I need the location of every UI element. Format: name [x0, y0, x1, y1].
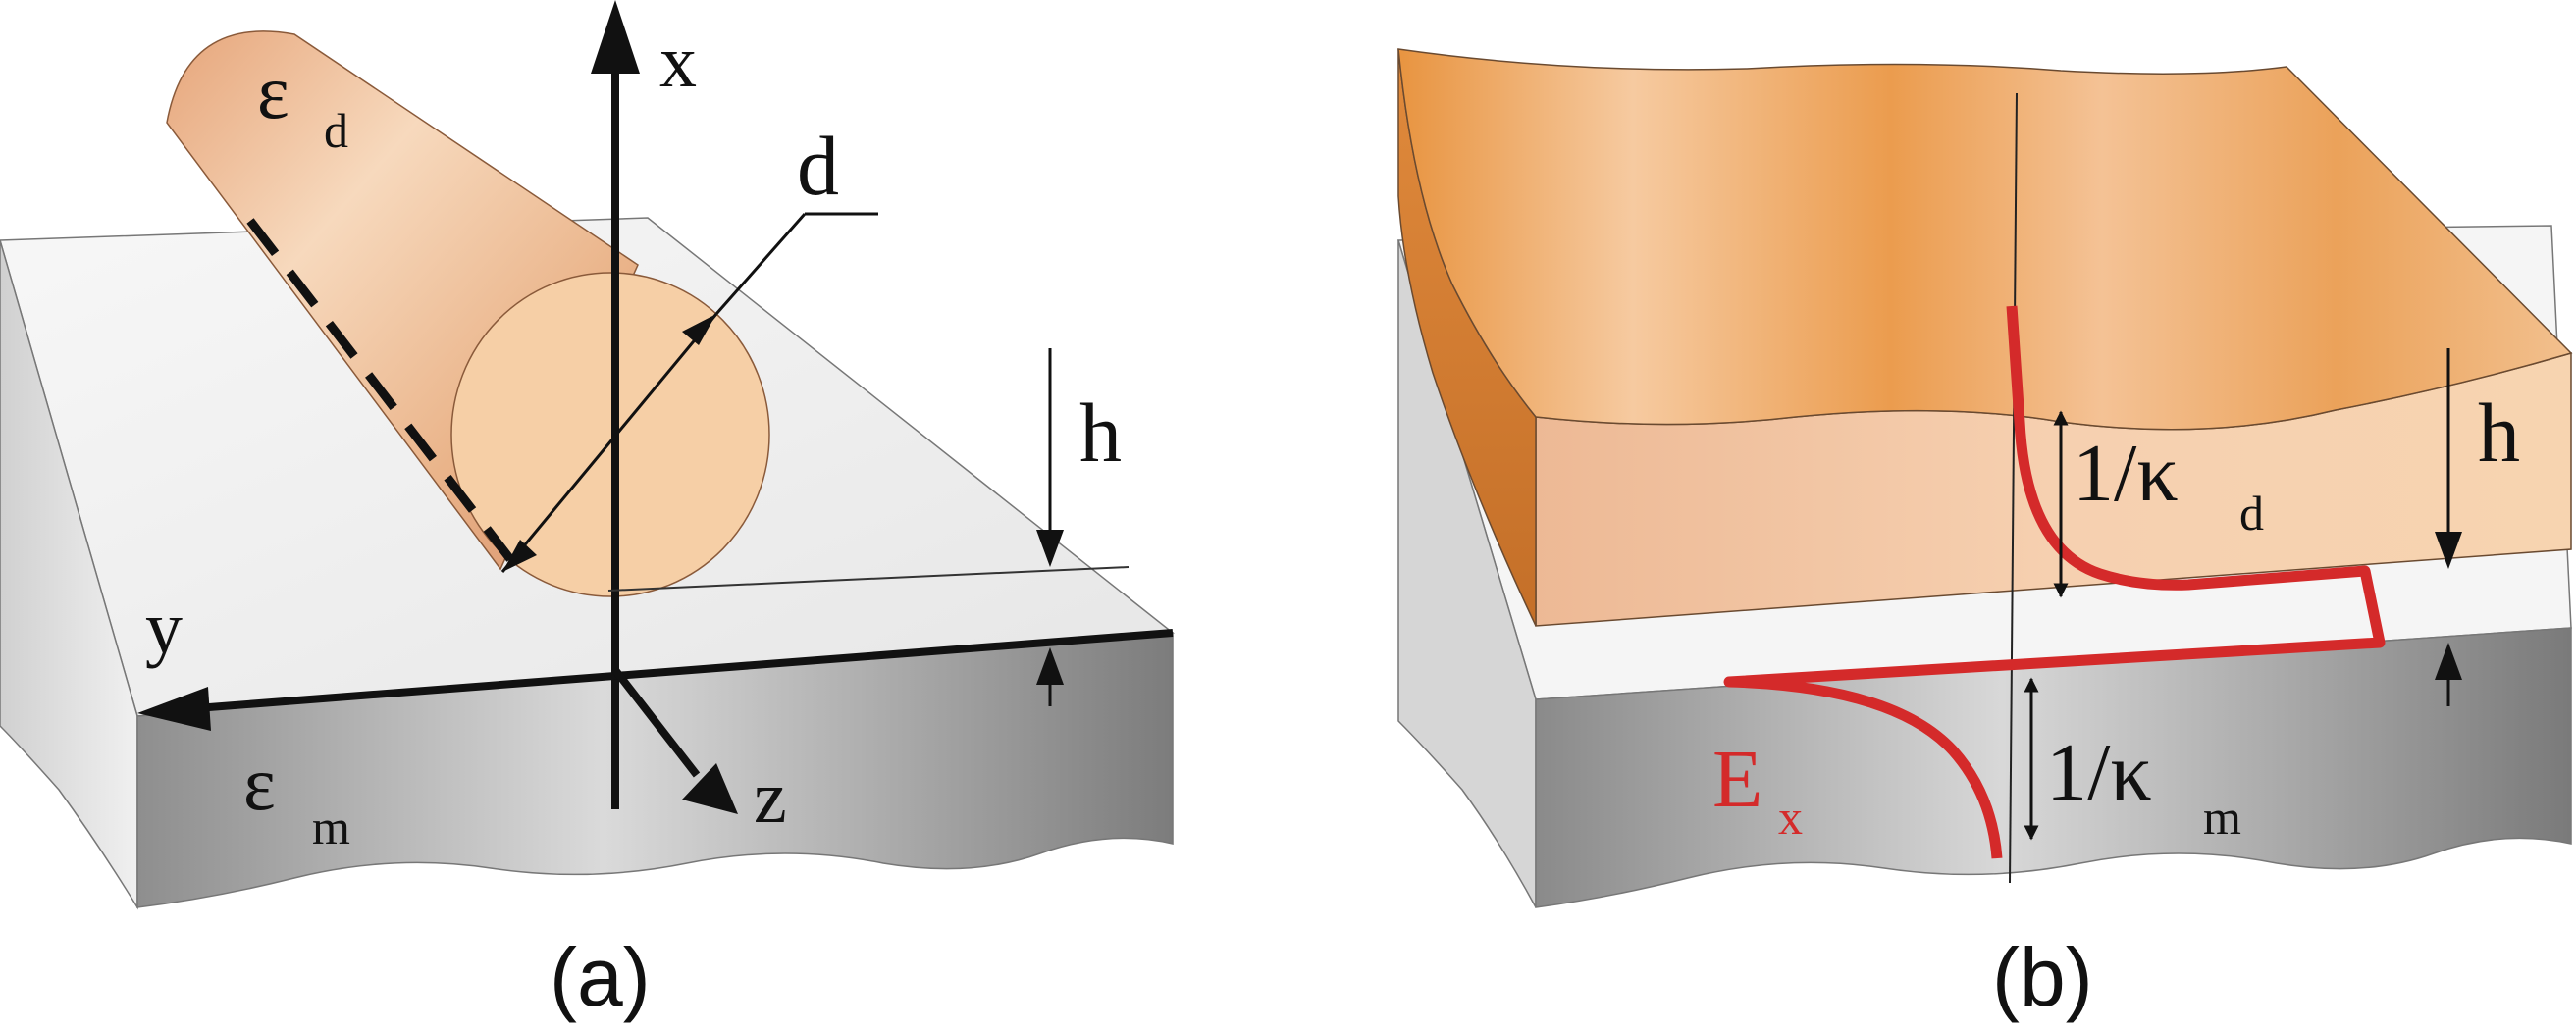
label-gap-h-a: h: [1079, 386, 1122, 480]
label-gap-h-b: h: [2478, 386, 2520, 480]
diameter-dimension: [500, 212, 878, 573]
cylinder-end-face: [450, 272, 770, 597]
label-epsilon-m-subscript: m: [312, 800, 350, 854]
slab-front-face: [136, 632, 1174, 908]
caption-a: (a): [550, 931, 651, 1023]
label-epsilon-d: ε: [257, 49, 289, 134]
panel-b: h 1/κ d 1/κ m E x (b): [1396, 48, 2573, 1023]
label-decay-kappa-d: 1/κ: [2073, 428, 2179, 519]
x-axis-arrowhead: [591, 0, 640, 74]
diameter-line: [500, 313, 718, 573]
label-axis-y: y: [145, 587, 183, 669]
label-epsilon-d-subscript: d: [324, 103, 348, 158]
z-axis-line: [611, 667, 701, 778]
caption-b: (b): [1992, 931, 2093, 1023]
label-decay-kappa-m-subscript: m: [2203, 790, 2241, 845]
slab-b-front-face: [1535, 627, 2572, 908]
label-epsilon-m: ε: [243, 741, 276, 826]
panel-a: ε d ε m x y z d h (a): [0, 0, 1175, 1023]
label-field-e-subscript: x: [1778, 790, 1803, 845]
gap-dimension-b: [2435, 348, 2462, 706]
gap-ref-line-top: [607, 566, 1130, 592]
z-axis-arrowhead: [682, 763, 738, 814]
y-axis-arrowhead: [137, 687, 211, 731]
label-diameter: d: [797, 119, 839, 213]
gap-arrow-lower: [1036, 647, 1064, 685]
gap-b-arrow-upper: [2435, 532, 2462, 569]
label-axis-z: z: [754, 756, 787, 839]
gap-b-arrow-lower: [2435, 643, 2462, 680]
dielectric-cylinder: [166, 30, 770, 597]
slab-side-face: [0, 239, 138, 910]
gap-dimension-a: [607, 348, 1130, 706]
label-decay-kappa-m: 1/κ: [2046, 727, 2152, 818]
label-decay-kappa-d-subscript: d: [2239, 486, 2264, 541]
label-axis-x: x: [659, 21, 697, 103]
block-top-face: [1397, 48, 2573, 431]
y-axis-line: [195, 629, 1174, 712]
label-field-e: E: [1712, 734, 1762, 825]
diameter-leader: [714, 213, 807, 315]
field-profile-curve: [1723, 305, 2386, 859]
reference-vertical-line: [2009, 92, 2018, 884]
cylinder-axis-dashed: [246, 218, 514, 562]
diameter-arrow-top: [682, 314, 716, 345]
gap-arrow-upper: [1036, 530, 1064, 567]
dielectric-block: [1397, 48, 2573, 627]
slab-b-side-face: [1397, 239, 1537, 908]
diameter-arrow-bottom: [502, 540, 537, 572]
